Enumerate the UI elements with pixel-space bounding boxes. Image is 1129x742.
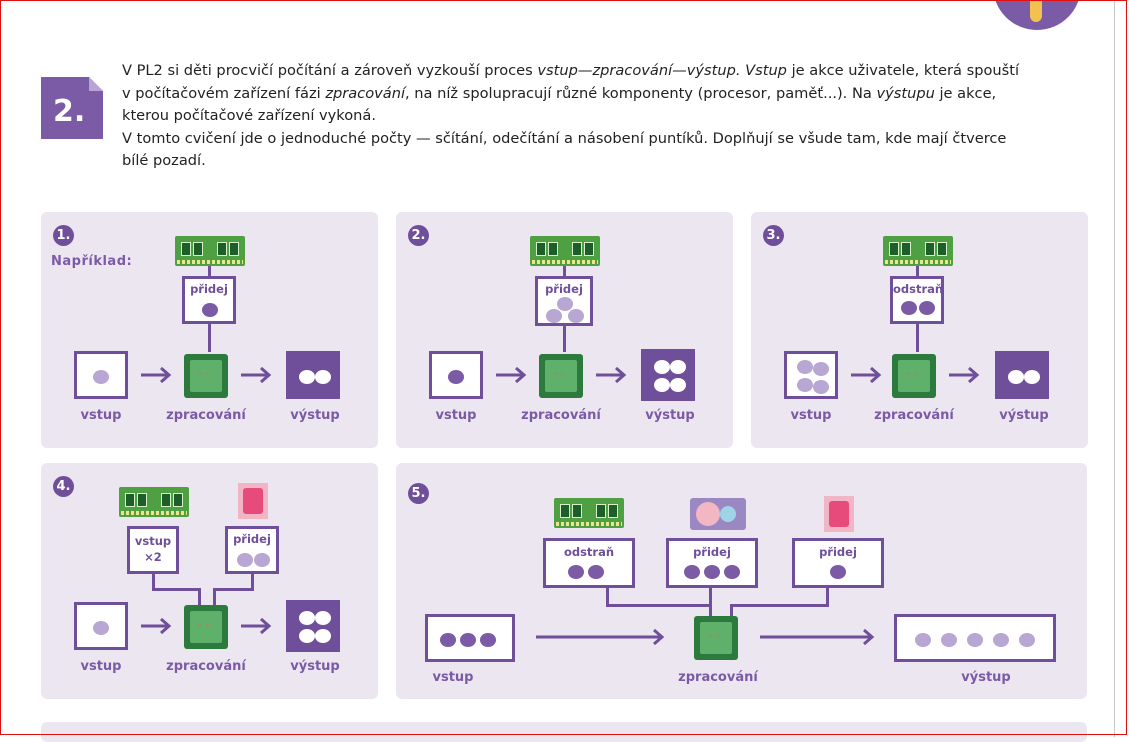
memory-icon <box>530 236 600 266</box>
panel-1: 1. Například: přidej ᵕ ᵕ vstup zpracován… <box>41 212 378 448</box>
arrow-icon <box>760 628 875 646</box>
processing-caption: zpracování <box>874 408 954 423</box>
arrow-icon <box>851 366 882 384</box>
input-box <box>429 351 483 399</box>
panel-number: 1. <box>53 225 74 246</box>
panel-number: 2. <box>408 225 429 246</box>
processor-icon: ᵕ ᵕ <box>539 354 583 398</box>
memory-card-icon <box>824 496 854 532</box>
intro-text: V PL2 si děti procvičí počítání a zárove… <box>122 60 1042 173</box>
processor-icon: ᵕ ᵕ <box>892 354 936 398</box>
panel-number: 3. <box>763 225 784 246</box>
section-badge: 2. <box>41 77 103 139</box>
arrow-icon <box>949 366 980 384</box>
output-box[interactable] <box>894 614 1056 662</box>
arrow-icon <box>241 366 272 384</box>
output-box <box>286 351 340 399</box>
section-number: 2. <box>53 94 85 129</box>
processing-caption: zpracování <box>678 670 758 685</box>
input-caption: vstup <box>432 670 474 685</box>
operation-box-remove[interactable]: odstraň <box>543 538 635 588</box>
panel-number: 5. <box>408 483 429 504</box>
processor-icon: ᵕ ᵕ <box>184 354 228 398</box>
processor-icon: ᵕ ᵕ <box>694 616 738 660</box>
graphics-card-icon <box>690 498 746 530</box>
input-box <box>784 351 838 399</box>
output-box <box>641 349 695 401</box>
input-caption: vstup <box>790 408 832 423</box>
operation-box: odstraň <box>890 276 944 324</box>
output-caption: výstup <box>290 408 340 423</box>
example-label: Například: <box>51 254 133 269</box>
panel-number: 4. <box>53 476 74 497</box>
input-box[interactable] <box>74 351 128 399</box>
memory-icon <box>119 487 189 517</box>
operation-box-add[interactable]: přidej <box>225 526 279 574</box>
memory-card-icon <box>238 483 268 519</box>
processing-caption: zpracování <box>521 408 601 423</box>
operation-box: přidej <box>182 276 236 324</box>
output-caption: výstup <box>961 670 1011 685</box>
arrow-icon <box>241 617 272 635</box>
input-box <box>425 614 515 662</box>
intro-paragraph-2: V tomto cvičení jde o jednoduché počty —… <box>122 129 1007 170</box>
operation-box-add-2: přidej <box>792 538 884 588</box>
output-box[interactable] <box>995 351 1049 399</box>
operation-box[interactable]: přidej <box>535 276 593 326</box>
panel-3: 3. odstraň ᵕ ᵕ vstup zpracování výstup <box>751 212 1088 448</box>
arrow-icon <box>536 628 665 646</box>
memory-icon <box>883 236 953 266</box>
input-caption: vstup <box>80 408 122 423</box>
arrow-icon <box>141 366 172 384</box>
pencil-icon <box>1030 0 1042 22</box>
operation-box-add-1: přidej <box>666 538 758 588</box>
output-caption: výstup <box>645 408 695 423</box>
output-caption: výstup <box>999 408 1049 423</box>
memory-icon <box>175 236 245 266</box>
operation-box-multiply: vstup ×2 <box>127 526 179 574</box>
output-caption: výstup <box>290 659 340 674</box>
input-caption: vstup <box>435 408 477 423</box>
panel-2: 2. přidej ᵕ ᵕ vstup zpracování výstup <box>396 212 733 448</box>
memory-icon <box>554 498 624 528</box>
input-caption: vstup <box>80 659 122 674</box>
panel-4: 4. vstup ×2 přidej ᵕ ᵕ vstup zpracování … <box>41 463 378 699</box>
input-box <box>74 602 128 650</box>
panel-5: 5. odstraň přidej přidej ᵕ ᵕ vstup zprac… <box>396 463 1087 699</box>
processor-icon: ᵕ ᵕ <box>184 605 228 649</box>
arrow-icon <box>496 366 527 384</box>
output-box <box>286 600 340 652</box>
processing-caption: zpracování <box>166 659 246 674</box>
page-edge <box>1114 0 1115 737</box>
processing-caption: zpracování <box>166 408 246 423</box>
next-panel-edge <box>41 722 1087 742</box>
arrow-icon <box>596 366 627 384</box>
intro-paragraph-1: V PL2 si děti procvičí počítání a zárove… <box>122 62 1020 124</box>
arrow-icon <box>141 617 172 635</box>
